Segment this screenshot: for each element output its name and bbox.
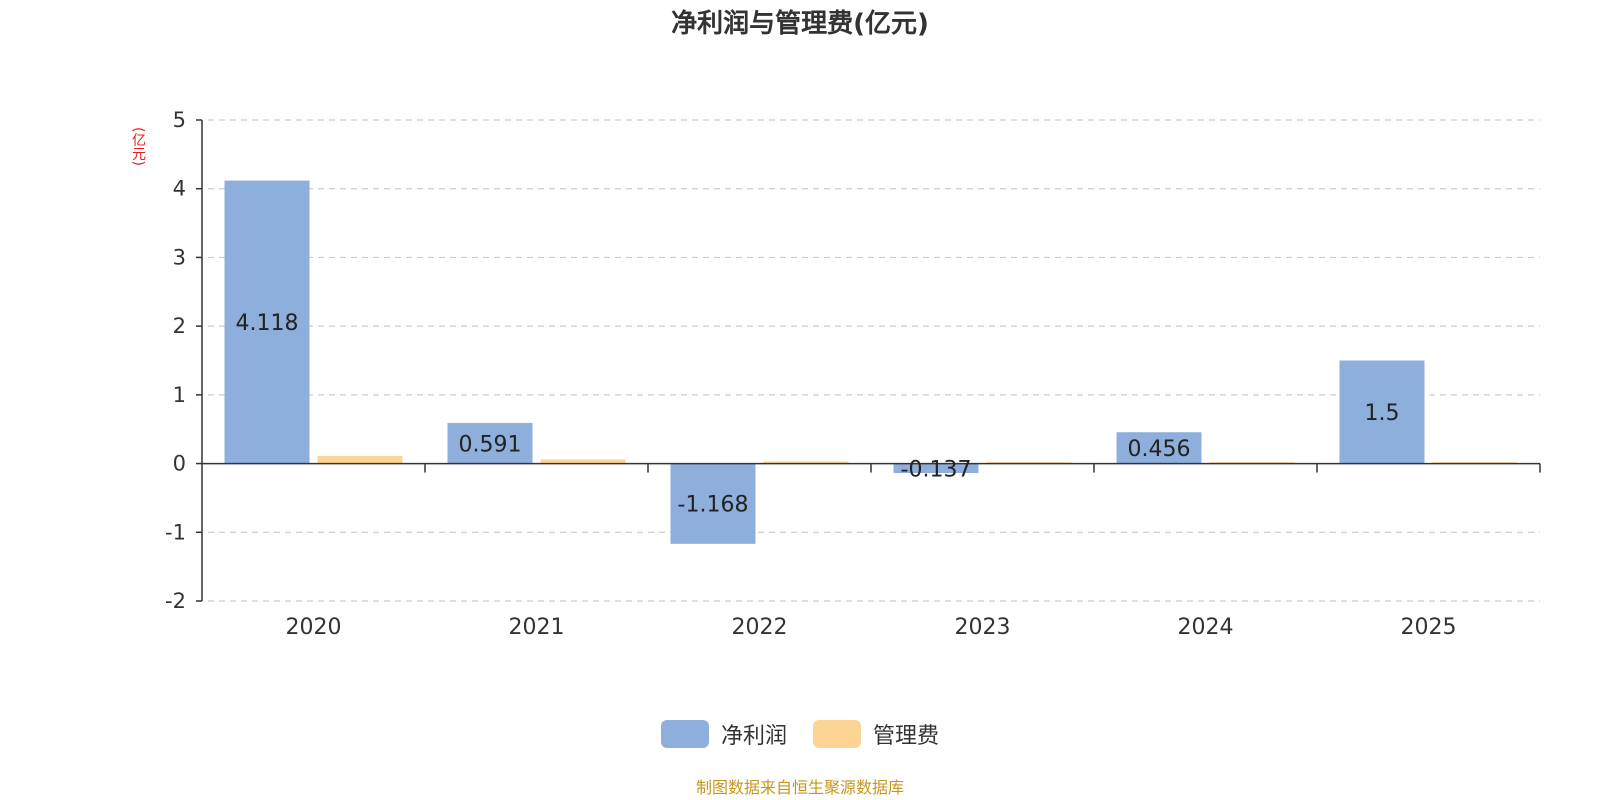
bar-series0-2021[interactable] [447, 422, 533, 464]
legend-label-net-profit: 净利润 [720, 724, 787, 749]
bar-series0-2024[interactable] [1116, 432, 1202, 464]
legend-label-admin-expense: 管理费 [873, 724, 940, 749]
grid-lines [208, 119, 1540, 602]
bar-series1-2020[interactable] [317, 456, 403, 464]
axes [196, 119, 1541, 602]
y-tick-label-2: 0 [173, 452, 186, 476]
data-label-series0-2024: 0.456 [1128, 437, 1191, 462]
x-tick-label-2020: 2020 [286, 615, 342, 640]
y-tick-label-7: 5 [173, 108, 186, 132]
x-tick-label-2023: 2023 [955, 615, 1011, 640]
data-label-series0-2020: 4.118 [236, 311, 299, 336]
bar-series1-2022[interactable] [763, 461, 849, 464]
legend-item-net-profit[interactable]: 净利润 [660, 718, 787, 750]
legend-swatch-admin-expense [813, 720, 861, 748]
source-note: 制图数据来自恒生聚源数据库 [695, 778, 904, 797]
bar-series0-2023[interactable] [893, 463, 979, 473]
legend-swatch-net-profit [660, 720, 709, 748]
x-tick-label-2021: 2021 [509, 615, 565, 640]
labels: -2 -1 0 1 2 3 4 5 4.118 2020 0.591 2021 -1.168 2022 -0… [165, 108, 1456, 640]
x-tick-label-2025: 2025 [1401, 615, 1457, 640]
bar-series1-2021[interactable] [540, 459, 626, 464]
bar-series0-2022[interactable] [670, 463, 756, 544]
y-tick-label-0: -2 [165, 589, 186, 613]
bar-series0-2025[interactable] [1339, 360, 1425, 464]
bar-series0-2020[interactable] [224, 180, 310, 464]
legend-item-admin-expense[interactable]: 管理费 [813, 718, 939, 750]
y-tick-label-4: 2 [173, 314, 186, 338]
y-tick-label-6: 4 [173, 177, 186, 201]
bars [224, 180, 1518, 544]
legend: 净利润 管理费 [0, 718, 1600, 750]
data-label-series0-2023: -0.137 [901, 457, 972, 482]
y-tick-label-1: -1 [165, 520, 186, 544]
bar-chart: -2 -1 0 1 2 3 4 5 4.118 2020 0.591 2021 -1.168 2022 -0… [165, 108, 1541, 640]
data-label-series0-2025: 1.5 [1365, 401, 1400, 426]
y-tick-label-3: 1 [173, 383, 186, 407]
data-label-series0-2021: 0.591 [459, 432, 522, 457]
y-axis-unit-label: (亿元) [130, 126, 146, 166]
x-tick-label-2024: 2024 [1178, 615, 1234, 640]
chart-title: 净利润与管理费(亿元) [671, 9, 929, 39]
data-label-series0-2022: -1.168 [678, 493, 749, 518]
y-tick-label-5: 3 [173, 245, 186, 269]
x-tick-label-2022: 2022 [732, 615, 788, 640]
